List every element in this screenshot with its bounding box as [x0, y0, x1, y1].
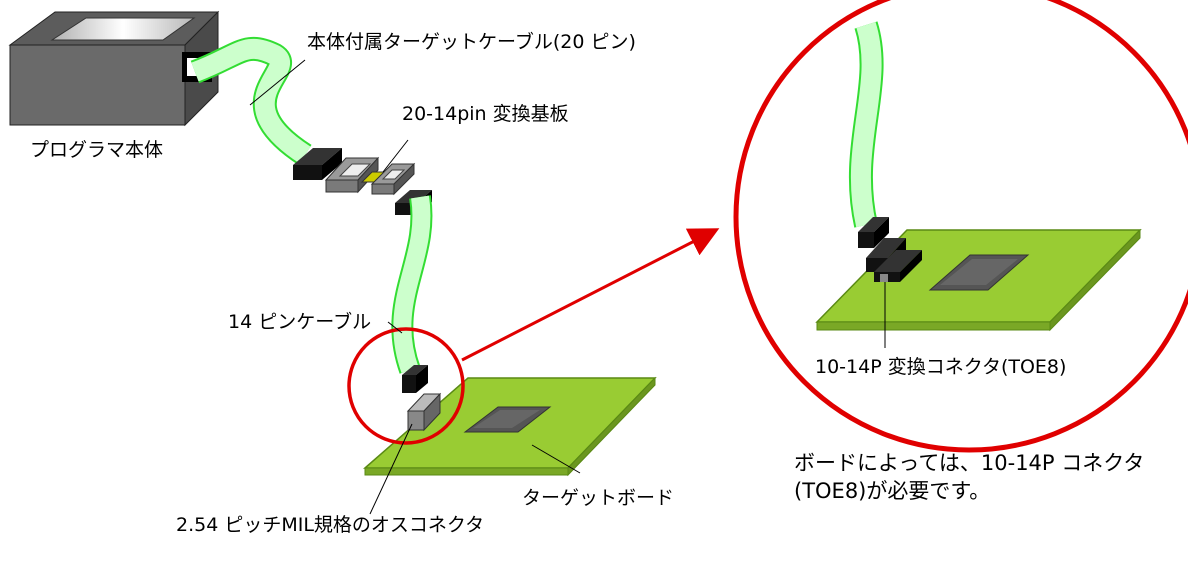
cable-20pin-connector — [293, 148, 342, 180]
label-mil-connector: 2.54 ピッチMIL規格のオスコネクタ — [176, 514, 485, 536]
zoom-conversion-connector — [866, 238, 922, 282]
programmer-unit — [8, 10, 220, 127]
leader-bundled-cable — [249, 59, 306, 106]
label-conversion-connector: 10-14P 変換コネクタ(TOE8) — [815, 356, 1067, 378]
zoom-cable-connector — [858, 217, 889, 248]
label-bundled-cable: 本体付属ターゲットケーブル(20 ピン) — [307, 31, 636, 53]
adapter-board-20-14pin — [324, 156, 416, 196]
cable-14pin-bottom-connector — [402, 365, 428, 393]
highlight-circle-large — [733, 0, 1188, 453]
label-target-board: ターゲットボード — [522, 487, 675, 509]
leader-mil-connector — [369, 423, 413, 515]
target-board — [363, 376, 657, 477]
note-text: ボードによっては、10-14P コネクタ (TOE8)が必要です。 — [794, 449, 1174, 506]
note-line-2: (TOE8)が必要です。 — [794, 479, 991, 504]
label-adapter-board: 20-14pin 変換基板 — [402, 103, 569, 125]
zoom-arrow — [461, 228, 720, 362]
leader-adapter-board — [382, 139, 409, 173]
mil-male-connector — [406, 392, 442, 432]
label-programmer-body: プログラマ本体 — [30, 139, 164, 161]
note-line-1: ボードによっては、10-14P コネクタ — [794, 451, 1145, 475]
label-14pin-cable: 14 ピンケーブル — [228, 311, 372, 333]
leader-14pin-cable — [387, 321, 403, 334]
highlight-circle-small — [347, 327, 465, 445]
leader-target-board — [531, 444, 581, 474]
